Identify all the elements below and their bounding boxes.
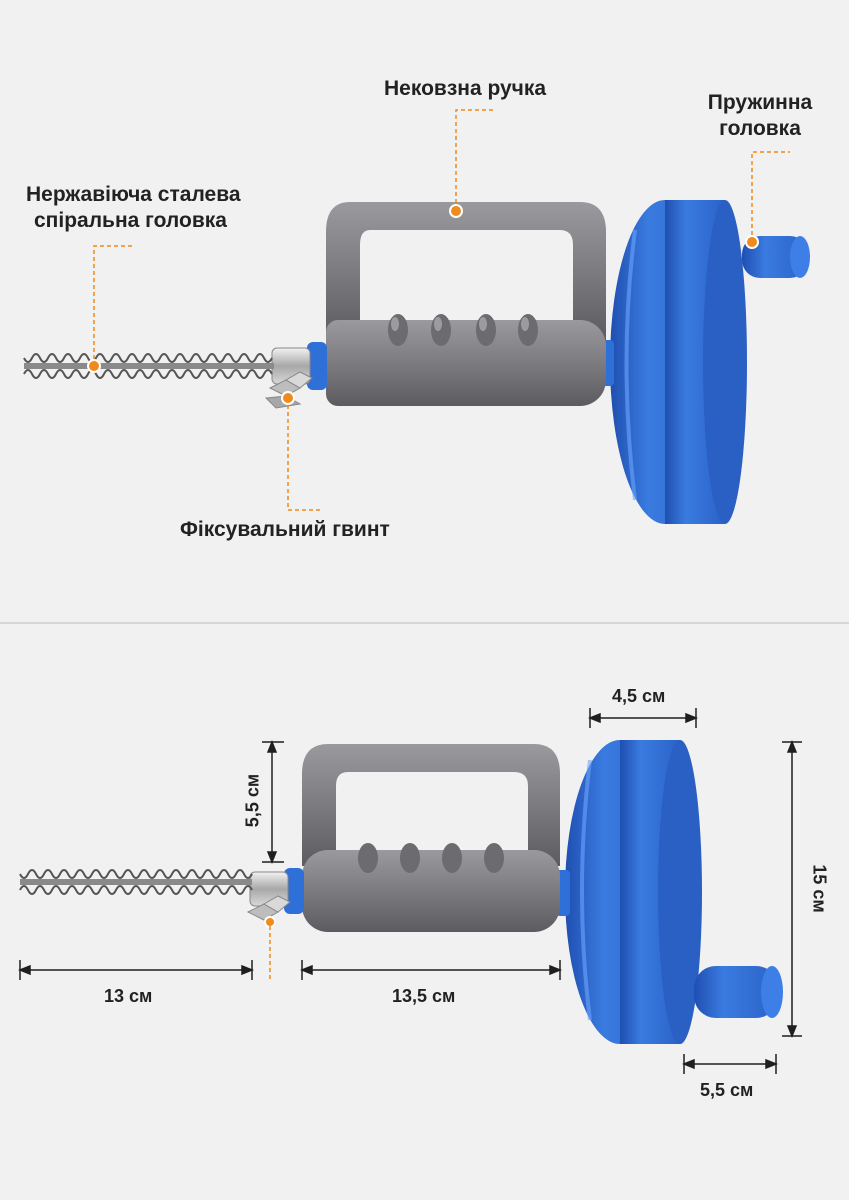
- crank-handle-bottom: [694, 966, 778, 1018]
- dim-drum-diameter: 15 см: [809, 864, 830, 913]
- dim-handle-height: 5,5 см: [242, 773, 263, 828]
- drum-top: [610, 200, 747, 524]
- drum-bottom: [565, 740, 702, 1044]
- lock-screw-bottom: [246, 895, 291, 921]
- label-spring-head-line2: головка: [719, 117, 801, 140]
- callout-leaders-top: [93, 109, 790, 511]
- panel-divider: [0, 622, 849, 624]
- dimension-lines: [17, 708, 802, 1074]
- label-spiral-head: Нержавіюча сталева спіральна головка: [26, 182, 241, 234]
- handle-body-bottom: [302, 744, 560, 932]
- spiral-cable-bottom: [19, 869, 253, 895]
- spiral-cable-top: [23, 353, 274, 379]
- label-spring-head-line1: Пружинна: [707, 91, 813, 114]
- dim-spiral-length: 13 см: [104, 986, 153, 1006]
- top-product: [23, 109, 810, 524]
- label-spring-head: Пружинна головка: [700, 90, 820, 142]
- label-handle: Нековзна ручка: [384, 77, 547, 100]
- dim-drum-width: 4,5 см: [612, 686, 666, 706]
- handle-body-top: [326, 202, 606, 406]
- label-lock-screw: Фіксувальний гвинт: [180, 518, 390, 541]
- label-spiral-head-line1: Нержавіюча сталева: [26, 183, 241, 206]
- bottom-product: [17, 708, 802, 1074]
- callout-dots-top: [87, 204, 759, 405]
- label-spiral-head-line2: спіральна головка: [34, 209, 227, 232]
- dim-body-length: 13,5 см: [392, 986, 456, 1006]
- dim-crank-length: 5,5 см: [700, 1080, 754, 1100]
